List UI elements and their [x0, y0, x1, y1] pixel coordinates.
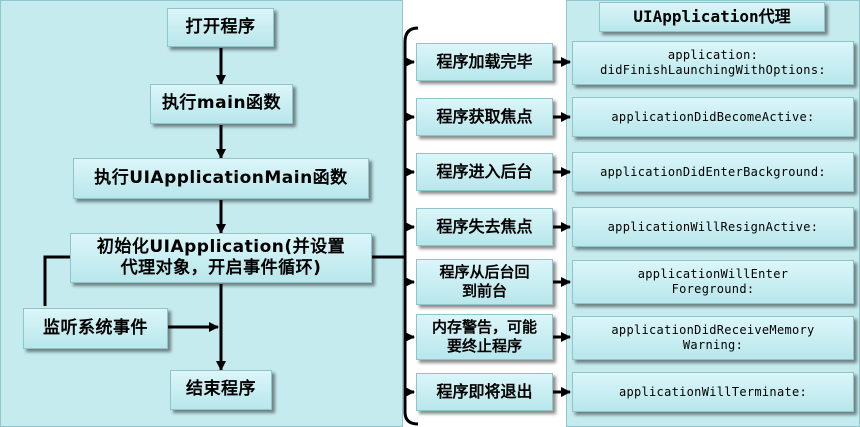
event-did-finish-launching: 程序加载完毕 — [416, 43, 553, 81]
event-memory-warning: 内存警告，可能要终止程序 — [416, 314, 553, 360]
method-did-become-active: applicationDidBecomeActive: — [572, 97, 854, 137]
end-app-box: 结束程序 — [170, 370, 272, 410]
event-will-enter-foreground: 程序从后台回到前台 — [416, 259, 553, 305]
method-did-finish-launching: application: didFinishLaunchingWithOptio… — [572, 41, 854, 85]
method-will-terminate: applicationWillTerminate: — [572, 372, 854, 412]
open-app-box: 打开程序 — [167, 8, 274, 47]
loop-line — [43, 255, 70, 306]
delegate-title: UIApplication代理 — [599, 2, 825, 32]
event-will-terminate: 程序即将退出 — [416, 373, 553, 411]
listen-events-box: 监听系统事件 — [23, 308, 168, 349]
event-did-become-active: 程序获取焦点 — [416, 98, 553, 136]
flow-panel — [0, 0, 403, 427]
init-uiapplication-box: 初始化UIApplication(并设置代理对象，开启事件循环) — [70, 233, 372, 283]
run-uiapplicationmain-box: 执行UIApplicationMain函数 — [73, 158, 369, 199]
event-will-resign-active: 程序失去焦点 — [416, 208, 553, 246]
run-main-box: 执行main函数 — [150, 84, 293, 124]
method-did-enter-background: applicationDidEnterBackground: — [572, 152, 854, 192]
method-will-resign-active: applicationWillResignActive: — [572, 207, 854, 247]
method-will-enter-foreground: applicationWillEnter Foreground: — [572, 260, 854, 304]
method-did-receive-memory-warning: applicationDidReceiveMemory Warning: — [572, 316, 854, 360]
event-did-enter-background: 程序进入后台 — [416, 153, 553, 191]
